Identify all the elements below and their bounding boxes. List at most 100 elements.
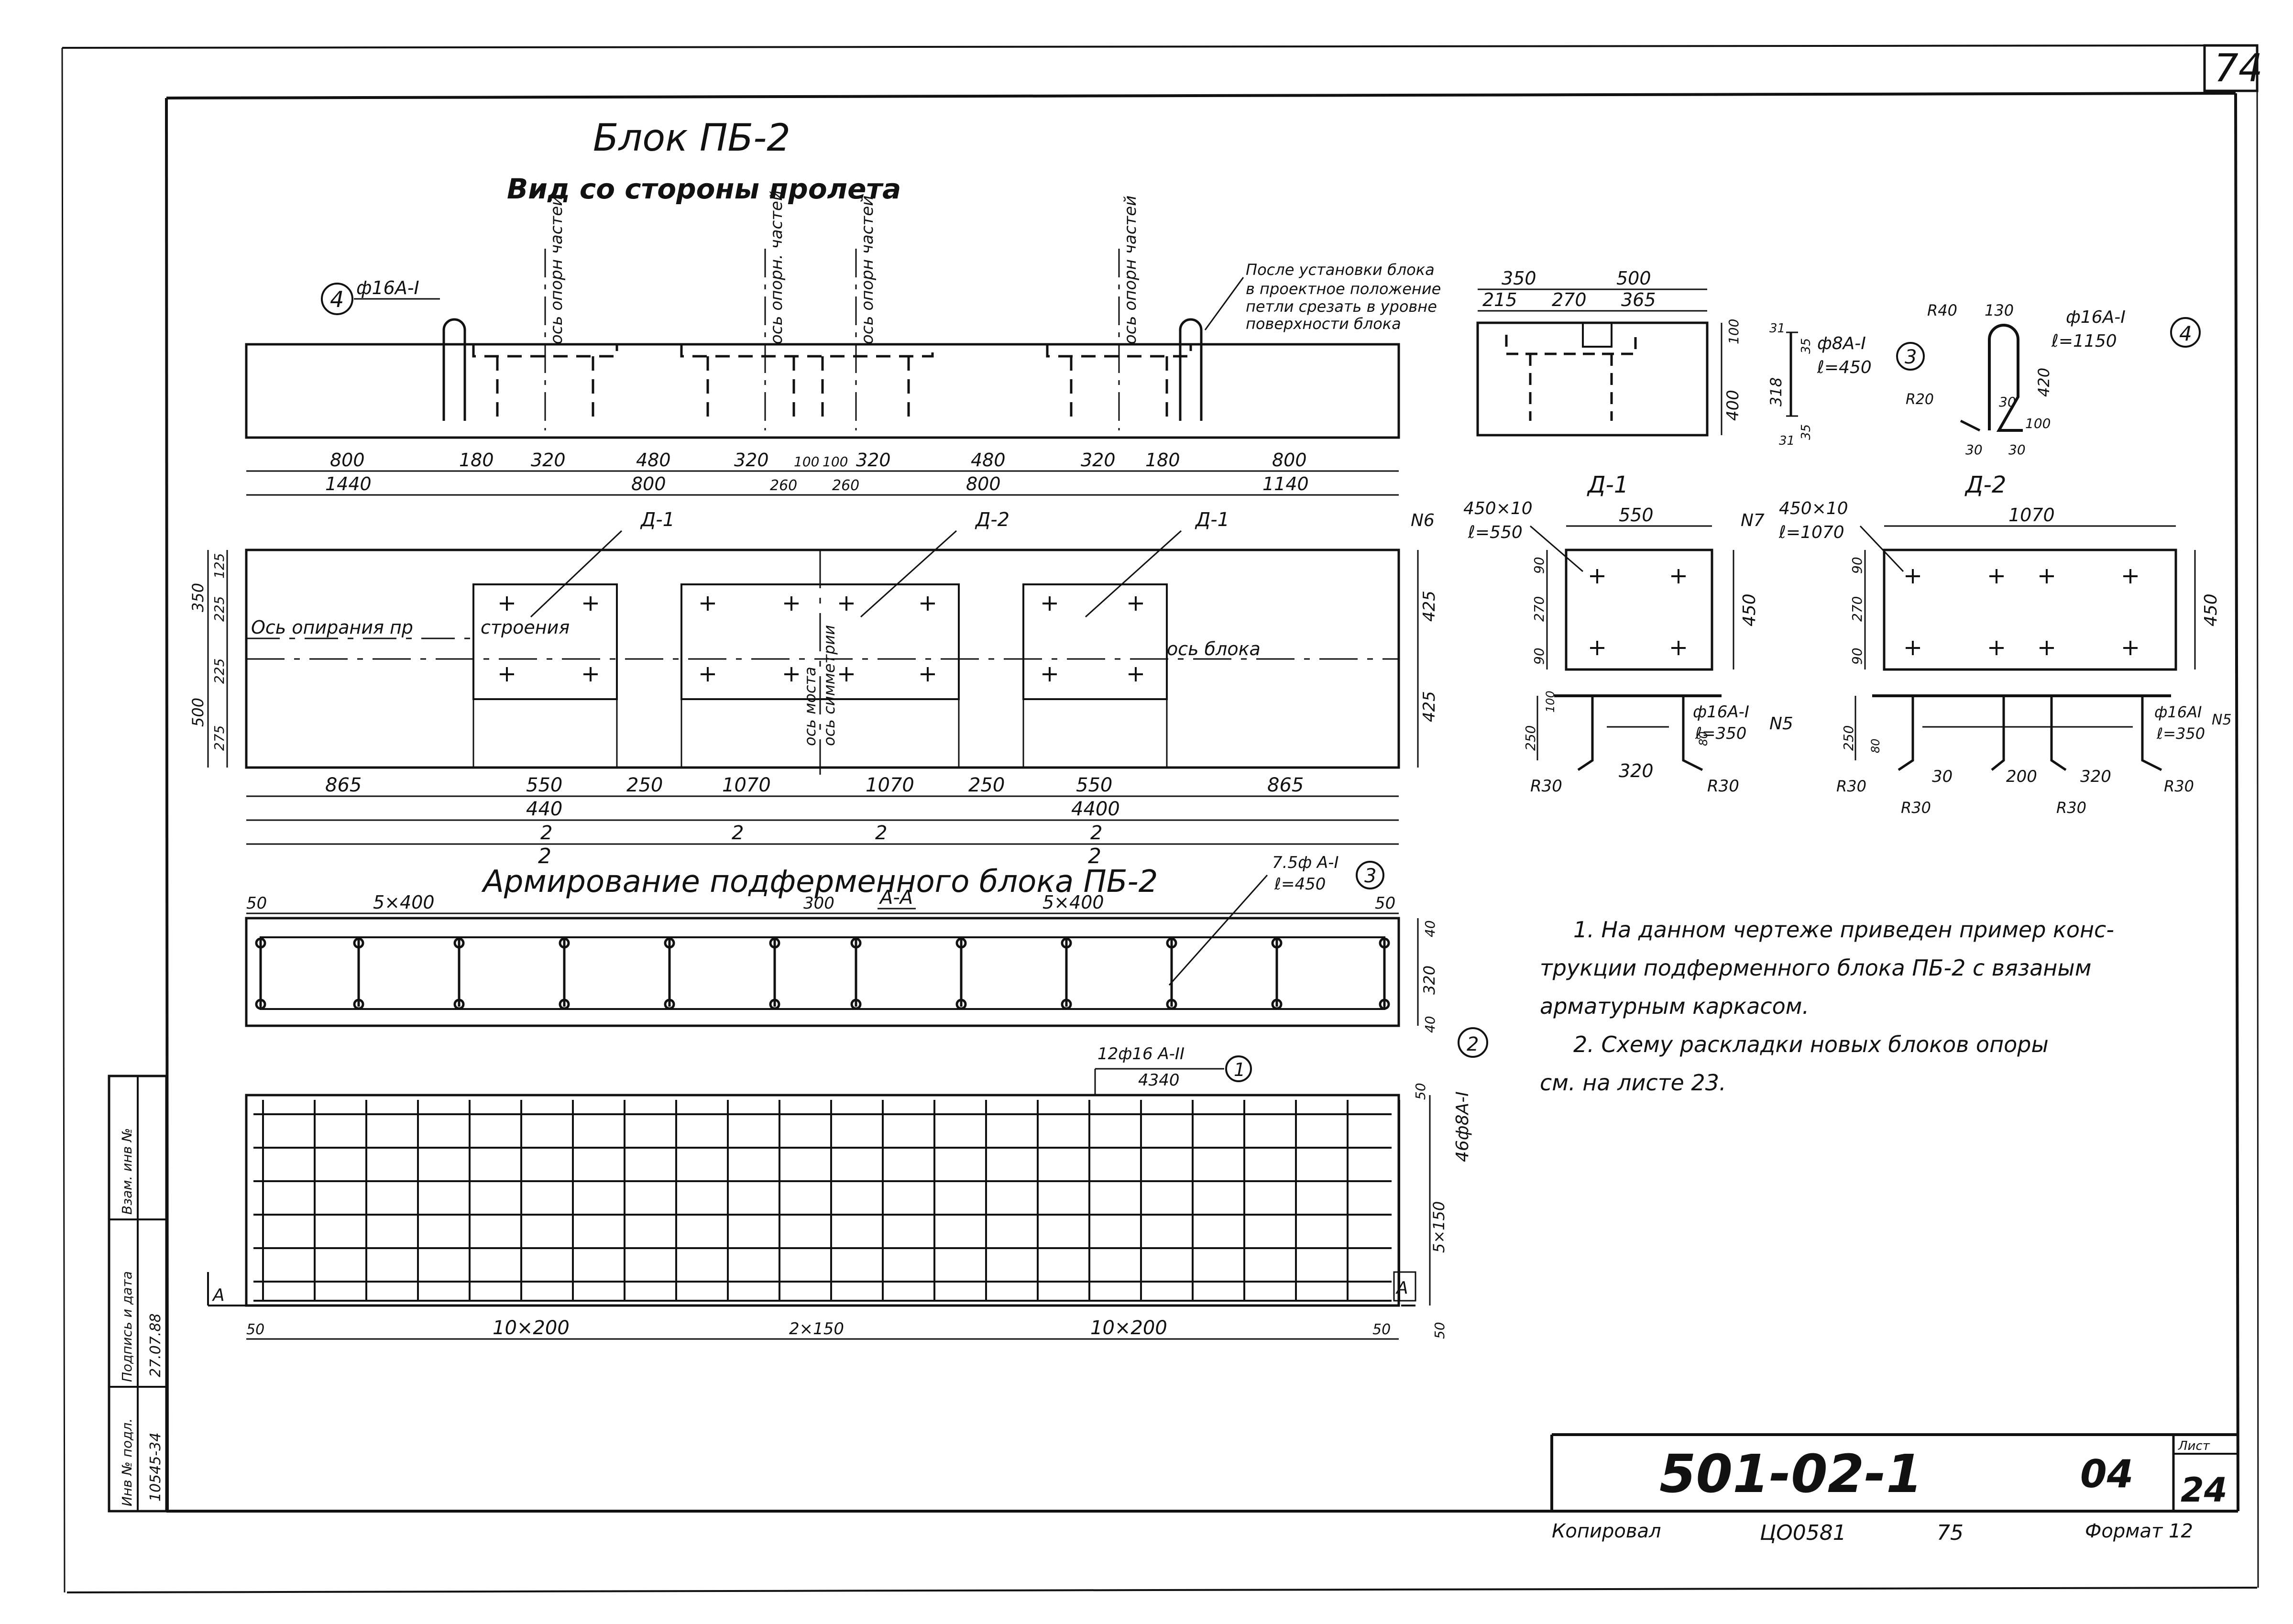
d2-n: N7 (1741, 511, 1765, 530)
copy-num: 75 (1937, 1521, 1964, 1545)
note-line-2: трукции подферменного блока ПБ-2 с вязан… (1540, 955, 2091, 981)
aa-label: А-А (878, 887, 913, 909)
side-bar-num: 2 (1467, 1033, 1479, 1055)
note-line-3: арматурным каркасом. (1540, 993, 1809, 1019)
elev-dim-180b: 180 (1145, 450, 1180, 471)
d1-leg-dim-100: 100 (1544, 691, 1557, 713)
aa-dim-5x400a: 5×400 (373, 892, 435, 913)
plan-dim-125: 125 (211, 553, 227, 579)
main-bar-num: 1 (1234, 1059, 1245, 1080)
longitudinal-bar-dot (453, 937, 465, 949)
bar4-dim-30b: 30 (1965, 442, 1983, 458)
longitudinal-bar-dot (1166, 999, 1177, 1010)
bar3-dim-31a: 31 (1769, 321, 1785, 336)
longitudinal-bar-dot (769, 999, 780, 1010)
label-d2: Д-2 (1964, 472, 2006, 498)
longitudinal-bar-dot (664, 999, 675, 1010)
support-axis-label-1: Ось опирания пр (251, 617, 413, 638)
endsec-dim-100: 100 (1726, 319, 1742, 344)
cut-note-3: петли срезать в уровне (1246, 297, 1437, 316)
d1-leg-dim-80: 80 (1697, 731, 1710, 746)
d2-leg-dim-r30b: R30 (1901, 799, 1931, 817)
d2-leg-dim-250: 250 (1841, 725, 1856, 751)
cut-note-2: в проектное положение (1246, 280, 1441, 298)
elev-dim-480a: 480 (636, 450, 671, 471)
d2-leg-mark: ф16АI (2154, 703, 2202, 721)
longitudinal-bar-dot (559, 999, 570, 1010)
d2-leg-dim-r30d: R30 (2164, 777, 2194, 795)
d1-plate: 450×10 (1463, 499, 1533, 518)
bar4-dim-420: 420 (2035, 368, 2053, 397)
aa-dim-300: 300 (803, 894, 834, 913)
side-value-inv: 10545-34 (147, 1433, 164, 1502)
plan-dim-500: 500 (189, 698, 207, 727)
grid-bdim-2x150: 2×150 (789, 1319, 844, 1339)
plan-bdim-865a: 865 (325, 774, 362, 796)
plan-bdim-440: 440 (526, 798, 562, 820)
section-mark-right: А (1395, 1278, 1408, 1298)
bar-3-detail: 31 35 318 31 35 ф8А-I ℓ=450 3 (1767, 321, 1925, 448)
axis-label-4: ось опорн частей (1121, 196, 1140, 344)
plan-bdim-250b: 250 (968, 774, 1005, 796)
elev-dim-260a: 260 (770, 477, 797, 494)
bar4-dim-100: 100 (2025, 416, 2051, 431)
longitudinal-bar-dot (955, 999, 967, 1010)
endsec-dim-365: 365 (1621, 289, 1656, 310)
side-bar-mark: 46ф8А-I (1453, 1091, 1472, 1162)
plan-bdim-550a: 550 (526, 774, 562, 796)
aa-rdim-40a: 40 (1422, 920, 1438, 937)
bar4-length: ℓ=1150 (2051, 331, 2117, 351)
bar3-dim-35a: 35 (1799, 338, 1813, 354)
plan-bottom-2-far-left: 2 (538, 844, 551, 868)
d1-h: 450 (1740, 593, 1759, 626)
list-num: 24 (2181, 1470, 2227, 1510)
endsec-dim-215: 215 (1482, 289, 1517, 310)
d1-leg-n: N5 (1769, 714, 1793, 734)
label-d1: Д-1 (1587, 472, 1628, 498)
doc-code: 501-02-1 (1659, 1443, 1923, 1504)
longitudinal-bar-dot (1271, 999, 1283, 1010)
cut-note-1: После установки блока (1246, 261, 1435, 279)
pad-label-2: Д-2 (975, 509, 1009, 531)
grid-bdim-50b: 50 (1372, 1321, 1391, 1338)
d2-h: 450 (2201, 593, 2221, 626)
elev-dim-320b: 320 (734, 450, 769, 471)
format-label: Формат 12 (2085, 1520, 2193, 1542)
bar3-dim-31b: 31 (1779, 434, 1795, 448)
reinforcement-title: Армирование подферменного блока ПБ-2 (481, 864, 1158, 900)
endsec-dim-500: 500 (1616, 268, 1651, 289)
bar4-num: 4 (2179, 322, 2192, 345)
plan-reinforcement: 12ф16 А-II 4340 1 2 46ф8А-I 50 5×150 50 … (207, 1027, 1488, 1340)
plan-bdim-250a: 250 (626, 774, 663, 796)
d2-leg-n: N5 (2212, 712, 2232, 728)
note-line-4: 2. Схему раскладки новых блоков опоры (1573, 1031, 2049, 1057)
bar4-dim-130: 130 (1985, 301, 2014, 319)
grid-bdim-10x200a: 10×200 (493, 1317, 570, 1339)
support-axis-label-2: строения (481, 617, 570, 638)
plan-bottom-2-far-right: 2 (1088, 844, 1101, 868)
elev-dim-800c: 800 (631, 473, 666, 494)
longitudinal-bar-dot (255, 937, 266, 949)
plan-bdim-1070b: 1070 (866, 774, 914, 796)
bar-4-detail: R40 130 420 R20 30 100 30 30 ф16А-I ℓ=11… (1906, 301, 2201, 458)
title-block: 501-02-1 04 Лист 24 Копировал ЦО0581 75 … (1550, 1433, 2238, 1545)
note-line-1: 1. На данном чертеже приведен пример кон… (1573, 917, 2114, 943)
plan-bdim-550b: 550 (1076, 774, 1112, 796)
longitudinal-bar-dot (255, 999, 266, 1010)
block-axis-label: ось блока (1167, 638, 1261, 659)
axis-label-3: ось опорн частей (858, 196, 877, 344)
longitudinal-bar-dot (1166, 937, 1177, 949)
elev-dim-800-left: 800 (330, 450, 365, 471)
bar4-dim-30a: 30 (1999, 394, 2016, 410)
longitudinal-bar-dot (559, 937, 570, 949)
d1-leg-dim-r30a: R30 (1530, 777, 1562, 796)
plan-bdim-865b: 865 (1267, 774, 1304, 796)
bar3-mark: ф8А-I (1817, 334, 1866, 353)
elev-dim-320c: 320 (856, 450, 891, 471)
block-title: Блок ПБ-2 (593, 117, 790, 160)
side-header-sign: Подпись и дата (119, 1271, 135, 1382)
bar3-dim-35b: 35 (1799, 424, 1813, 440)
d1-len: ℓ=550 (1468, 523, 1523, 542)
longitudinal-bar-dot (353, 937, 364, 949)
d2-leg-dim-r30c: R30 (2056, 799, 2086, 817)
